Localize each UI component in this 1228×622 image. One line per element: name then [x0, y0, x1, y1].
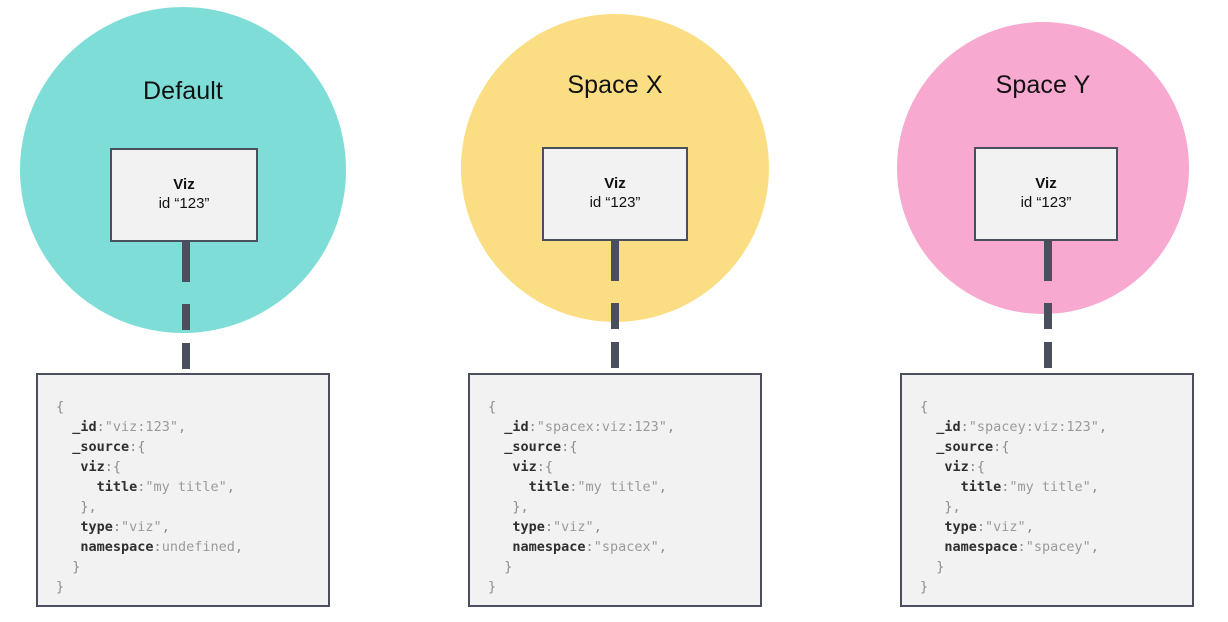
code-block-spacex: { _id:"spacex:viz:123", _source:{ viz:{ …: [468, 373, 762, 607]
code-text-spacex: { _id:"spacex:viz:123", _source:{ viz:{ …: [488, 399, 675, 595]
viz-node-spacex[interactable]: Viz id “123”: [542, 147, 688, 241]
space-title-default: Default: [143, 77, 223, 105]
code-block-default: { _id:"viz:123", _source:{ viz:{ title:"…: [36, 373, 330, 607]
code-text-default: { _id:"viz:123", _source:{ viz:{ title:"…: [56, 399, 243, 595]
viz-node-default[interactable]: Viz id “123”: [110, 148, 258, 242]
viz-node-id: id “123”: [589, 194, 641, 211]
space-title-spacey: Space Y: [995, 71, 1091, 99]
connector-dashed-spacey: [1044, 241, 1052, 372]
space-title-spacex: Space X: [567, 71, 663, 99]
viz-node-title: Viz: [604, 175, 626, 193]
code-text-spacey: { _id:"spacey:viz:123", _source:{ viz:{ …: [920, 399, 1107, 595]
viz-node-title: Viz: [173, 176, 195, 194]
connector-dashed-default: [182, 242, 190, 373]
viz-node-id: id “123”: [158, 195, 210, 212]
connector-dashed-spacex: [611, 241, 619, 372]
viz-node-id: id “123”: [1020, 194, 1072, 211]
viz-node-spacey[interactable]: Viz id “123”: [974, 147, 1118, 241]
code-block-spacey: { _id:"spacey:viz:123", _source:{ viz:{ …: [900, 373, 1194, 607]
viz-node-title: Viz: [1035, 175, 1057, 193]
